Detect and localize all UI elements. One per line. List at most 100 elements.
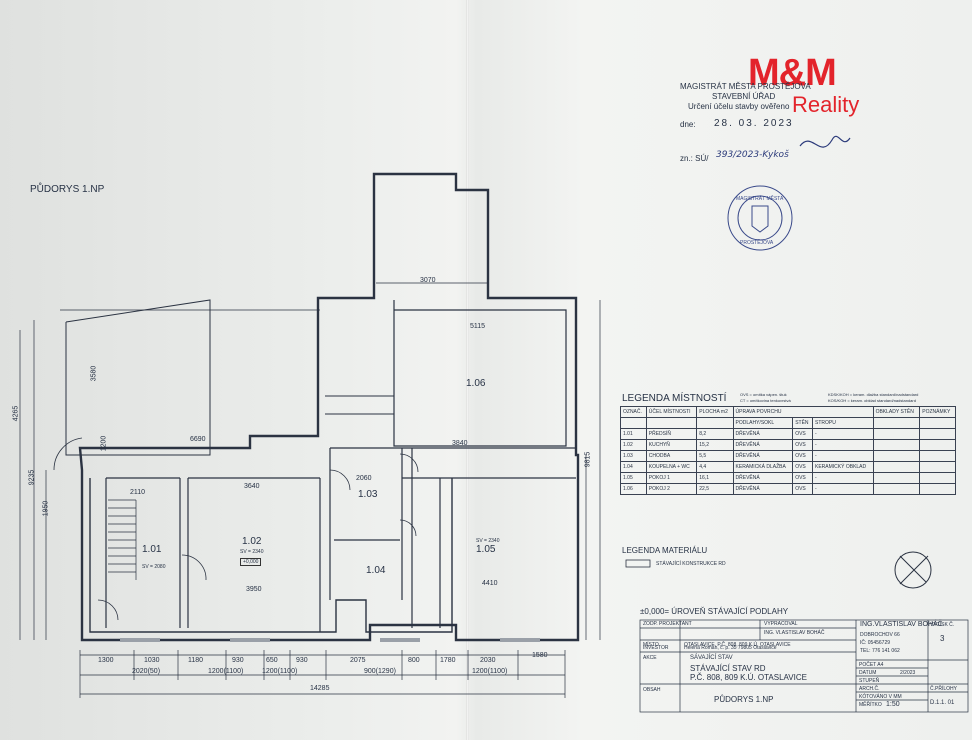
stamp-line: MAGISTRÁT MĚSTA PROSTĚJOVA — [680, 82, 811, 91]
dimension-label: 4410 — [482, 580, 498, 587]
cell: - — [812, 428, 874, 440]
table-header: ÚČEL MÍSTNOSTI — [645, 406, 698, 418]
cell: POKOJ 1 — [645, 472, 698, 484]
cell: OVS — [792, 472, 813, 484]
cell: DŘEVĚNÁ — [732, 450, 794, 462]
tb-addr: DOBROCHOV 66 — [860, 632, 900, 638]
dimension-label: 6690 — [190, 436, 206, 443]
cell: OVS — [792, 450, 813, 462]
legend-note: KOS/KOH = keram. obklad standard/nadstan… — [828, 398, 916, 403]
cell: KUCHYŇ — [645, 439, 698, 451]
tb-label: MÍSTO — [643, 642, 659, 648]
tb-addr: IČ: 05456729 — [860, 640, 891, 646]
room-label: 1.03 — [358, 489, 378, 500]
tb-sheet-label: VYTISK Č. — [930, 622, 955, 628]
dimension-label: 2020(50) — [132, 668, 161, 675]
tb-label: OBSAH — [643, 687, 661, 693]
cell: 1.04 — [620, 461, 647, 473]
cell: - — [812, 450, 874, 462]
dimension-label: 1030 — [144, 657, 160, 664]
dimension-label: 3640 — [244, 483, 260, 490]
tb-label: VYPRACOVAL — [764, 621, 798, 627]
stamp-ref: 393/2023-Kykoš — [716, 150, 789, 160]
room-label: 1.02 — [242, 536, 262, 547]
table-header: STROPU — [812, 417, 874, 429]
legend-material-title: LEGENDA MATERIÁLU — [622, 546, 708, 555]
dimension-label: 930 — [232, 657, 244, 664]
dimension-label: 9235 — [28, 469, 36, 486]
table-header: PODLAHY/SOKL — [732, 417, 794, 429]
cell: 1.01 — [620, 428, 647, 440]
table-row: 1.03 CHODBA 5,5 DŘEVĚNÁ OVS - — [620, 450, 956, 462]
tb-field: DATUM — [859, 670, 877, 676]
stamp-line: STAVEBNÍ ÚŘAD — [712, 92, 776, 101]
cell: OVS — [792, 483, 813, 495]
cell: OVS — [792, 428, 813, 440]
cell: PŘEDSÍŇ — [645, 428, 698, 440]
stamp-date-label: dne: — [680, 120, 696, 129]
dimension-label: 3580 — [90, 365, 98, 382]
paper-fold — [466, 0, 469, 740]
table-row: 1.05 POKOJ 1 16,1 DŘEVĚNÁ OVS - — [620, 472, 956, 484]
tb-datum: 2/2023 — [900, 670, 916, 676]
room-note: SV = 2340 — [240, 549, 264, 555]
cell: DŘEVĚNÁ — [732, 428, 794, 440]
cell: CHODBA — [645, 450, 698, 462]
dimension-label: 650 — [266, 657, 278, 664]
tb-author: ING. VLASTISLAV BOHÁČ — [764, 630, 825, 636]
dimension-label: 1780 — [440, 657, 456, 664]
drawing-title: PŮDORYS 1.NP — [30, 184, 105, 195]
cell: - — [812, 483, 874, 495]
tb-value: P.Č. 808, 809 K.Ú. OTASLAVICE — [690, 673, 807, 682]
cell: - — [812, 472, 874, 484]
stamp-date: 28. 03. 2023 — [714, 118, 794, 129]
dimension-label: 1180 — [188, 657, 204, 664]
cell: 1.06 — [620, 483, 647, 495]
table-row: 1.01 PŘEDSÍŇ 8,2 DŘEVĚNÁ OVS - — [620, 428, 956, 440]
tb-value: SÁVAJÍCÍ STAV — [690, 655, 733, 661]
tb-label: ZODP. PROJEKTANT — [643, 621, 692, 627]
tb-value: Helena Roman, č. p. 35 79805 Otaslavice — [684, 645, 777, 651]
cell: 1.02 — [620, 439, 647, 451]
room-label: 1.01 — [142, 544, 162, 555]
dimension-label: 5115 — [470, 323, 486, 330]
tb-field: STUPEŇ — [859, 678, 880, 684]
table-header: OZNAČ. — [620, 406, 647, 418]
table-header: STĚN — [792, 417, 813, 429]
cell: DŘEVĚNÁ — [732, 472, 794, 484]
dimension-label: 1300 — [98, 657, 114, 664]
legend-note: KDSK/KOH = keram. dlažba standard/nadsta… — [828, 392, 919, 397]
cell: 15,2 — [696, 439, 734, 451]
table-header: ÚPRAVA POVRCHU — [732, 406, 874, 418]
room-note: SV = 2080 — [142, 564, 166, 570]
stamp-ref-label: zn.: SÚ/ — [680, 154, 709, 163]
cell: POKOJ 2 — [645, 483, 698, 495]
cell: - — [812, 439, 874, 451]
cell: 1.05 — [620, 472, 647, 484]
dimension-label: 1200(1100) — [208, 668, 244, 675]
dimension-label: 9815 — [584, 451, 592, 468]
table-row: 1.02 KUCHYŇ 15,2 DŘEVĚNÁ OVS - — [620, 439, 956, 451]
legend-note: OVS = omítka vápen. štuk — [740, 392, 787, 397]
table-header: PLOCHA m2 — [696, 406, 734, 418]
level-note: ±0,000= ÚROVEŇ STÁVAJÍCÍ PODLAHY — [640, 607, 789, 616]
tb-value: STÁVAJÍCÍ STAV RD — [690, 664, 766, 673]
dimension-label: 1200 — [100, 435, 108, 452]
cell: 22,5 — [696, 483, 734, 495]
signature — [799, 135, 851, 148]
dimension-label: 1200(1100) — [472, 668, 508, 675]
room-label: 1.04 — [366, 565, 386, 576]
cell: DŘEVĚNÁ — [732, 439, 794, 451]
room-label: 1.05 — [476, 544, 496, 555]
dimension-label: 3070 — [420, 277, 436, 284]
north-arrow-icon — [894, 551, 932, 589]
dimension-label: 2030 — [480, 657, 496, 664]
dimension-label: 4265 — [12, 405, 20, 422]
room-note: SV = 2340 — [476, 538, 500, 544]
tb-field: KÓTOVÁNO V MM — [859, 694, 902, 700]
cell: 16,1 — [696, 472, 734, 484]
dimension-total: 14285 — [310, 685, 330, 692]
cell: 8,2 — [696, 428, 734, 440]
seal-text: MAGISTRÁT MĚSTA — [736, 196, 784, 202]
